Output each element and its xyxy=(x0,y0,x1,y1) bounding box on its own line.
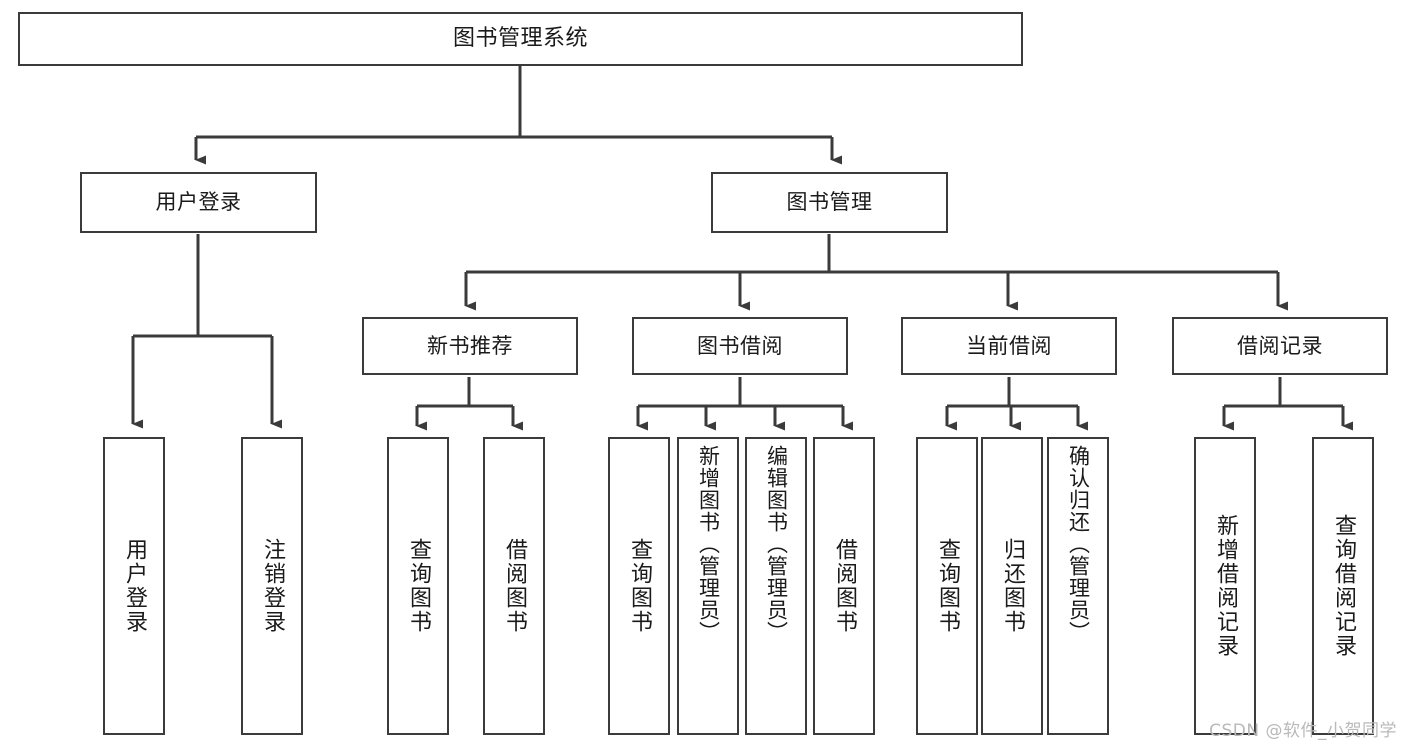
node-label: 新增图书（管理员） xyxy=(696,445,721,643)
node-label: 用户登录 xyxy=(122,538,147,634)
node-label: 查询借阅记录 xyxy=(1331,514,1356,658)
leaf-book-borrow-edit-book-admin[interactable]: 编辑图书（管理员） xyxy=(745,437,807,735)
leaf-user-login-logout[interactable]: 注销登录 xyxy=(241,437,303,735)
leaf-book-borrow-borrow-book[interactable]: 借阅图书 xyxy=(813,437,875,735)
node-label: 新书推荐 xyxy=(427,333,513,358)
node-book-management[interactable]: 图书管理 xyxy=(711,172,948,233)
node-label: 图书借阅 xyxy=(697,333,783,358)
node-label: 归还图书 xyxy=(1000,538,1025,634)
node-label: 用户登录 xyxy=(155,190,242,215)
leaf-borrow-record-query-record[interactable]: 查询借阅记录 xyxy=(1312,437,1374,735)
csdn-watermark: CSDN @软件_小贺同学 xyxy=(1209,721,1397,741)
leaf-book-borrow-query-book[interactable]: 查询图书 xyxy=(608,437,670,735)
node-user-login[interactable]: 用户登录 xyxy=(80,172,317,233)
node-label: 借阅记录 xyxy=(1237,333,1323,358)
node-label: 借阅图书 xyxy=(832,538,857,634)
node-label: 当前借阅 xyxy=(966,333,1052,358)
node-borrow-record[interactable]: 借阅记录 xyxy=(1172,317,1388,375)
leaf-user-login-login[interactable]: 用户登录 xyxy=(103,437,165,735)
leaf-new-book-query-book[interactable]: 查询图书 xyxy=(387,437,449,735)
node-label: 新增借阅记录 xyxy=(1213,514,1238,658)
node-label: 借阅图书 xyxy=(502,538,527,634)
node-label: 注销登录 xyxy=(260,538,285,634)
leaf-new-book-borrow-book[interactable]: 借阅图书 xyxy=(483,437,545,735)
node-label: 图书管理系统 xyxy=(452,26,588,52)
node-new-book-recommend[interactable]: 新书推荐 xyxy=(362,317,578,375)
node-label: 查询图书 xyxy=(406,538,431,634)
node-label: 图书管理 xyxy=(786,190,873,215)
leaf-current-borrow-query-book[interactable]: 查询图书 xyxy=(916,437,978,735)
leaf-current-borrow-return-book[interactable]: 归还图书 xyxy=(981,437,1043,735)
node-book-borrow[interactable]: 图书借阅 xyxy=(632,317,848,375)
node-root-book-management-system[interactable]: 图书管理系统 xyxy=(18,12,1023,66)
node-label: 查询图书 xyxy=(935,538,960,634)
leaf-borrow-record-add-record[interactable]: 新增借阅记录 xyxy=(1194,437,1256,735)
node-label: 查询图书 xyxy=(627,538,652,634)
node-label: 确认归还（管理员） xyxy=(1066,445,1091,643)
node-current-borrow[interactable]: 当前借阅 xyxy=(901,317,1117,375)
leaf-current-borrow-confirm-return-admin[interactable]: 确认归还（管理员） xyxy=(1047,437,1109,735)
node-label: 编辑图书（管理员） xyxy=(764,445,789,643)
leaf-book-borrow-add-book-admin[interactable]: 新增图书（管理员） xyxy=(677,437,739,735)
